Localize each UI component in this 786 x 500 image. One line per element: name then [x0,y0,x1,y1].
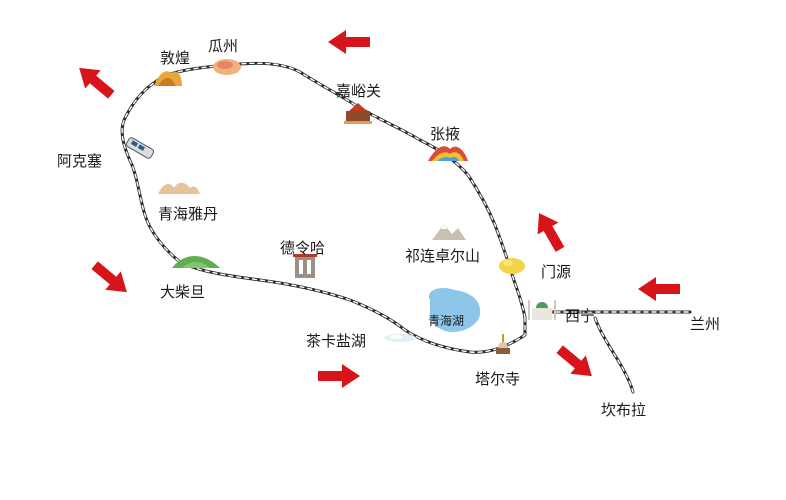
arrow-southeast-right [551,339,600,386]
arrow-north [528,206,571,256]
label-menyuan: 门源 [541,263,572,281]
label-dunhuang: 敦煌 [160,49,191,67]
dune-icon [154,71,182,86]
gate-tower-icon [344,103,372,124]
stupa-icon [496,334,510,354]
melon-icon [213,59,241,75]
label-taer: 塔尔寺 [475,370,521,388]
arrow-west-lanzhou [638,277,680,301]
arrow-west-top [328,30,370,54]
qinghai-lake [429,288,481,332]
monument-icon [293,254,317,278]
arrow-northwest [71,58,120,105]
label-lanzhou: 兰州 [690,315,721,333]
flower-field-icon [499,258,525,274]
railway-route [120,61,692,394]
label-qinghai-lake: 青海湖 [428,314,465,328]
label-yadan: 青海雅丹 [158,205,219,223]
label-qilian: 祁连卓尔山 [405,247,481,265]
rainbow-mountain-icon [428,146,468,161]
label-xining: 西宁 [565,307,596,325]
arrow-southeast-left [86,255,135,302]
train-icon [125,137,155,159]
yardang-icon [158,182,200,194]
hill-icon [172,256,220,268]
arrow-east-bottom [318,364,360,388]
salt-lake-icon [384,334,416,342]
label-kanbula: 坎布拉 [601,401,647,419]
mountain-icon [432,224,466,240]
label-delingha: 德令哈 [280,239,326,257]
label-guazhou: 瓜州 [208,37,239,55]
label-chaka: 茶卡盐湖 [306,332,367,350]
label-zhangye: 张掖 [430,125,461,143]
label-akesai: 阿克塞 [57,152,103,170]
label-jiayuguan: 嘉峪关 [336,82,382,100]
label-chaidamu: 大柴旦 [160,283,206,301]
mosque-icon [528,300,556,320]
